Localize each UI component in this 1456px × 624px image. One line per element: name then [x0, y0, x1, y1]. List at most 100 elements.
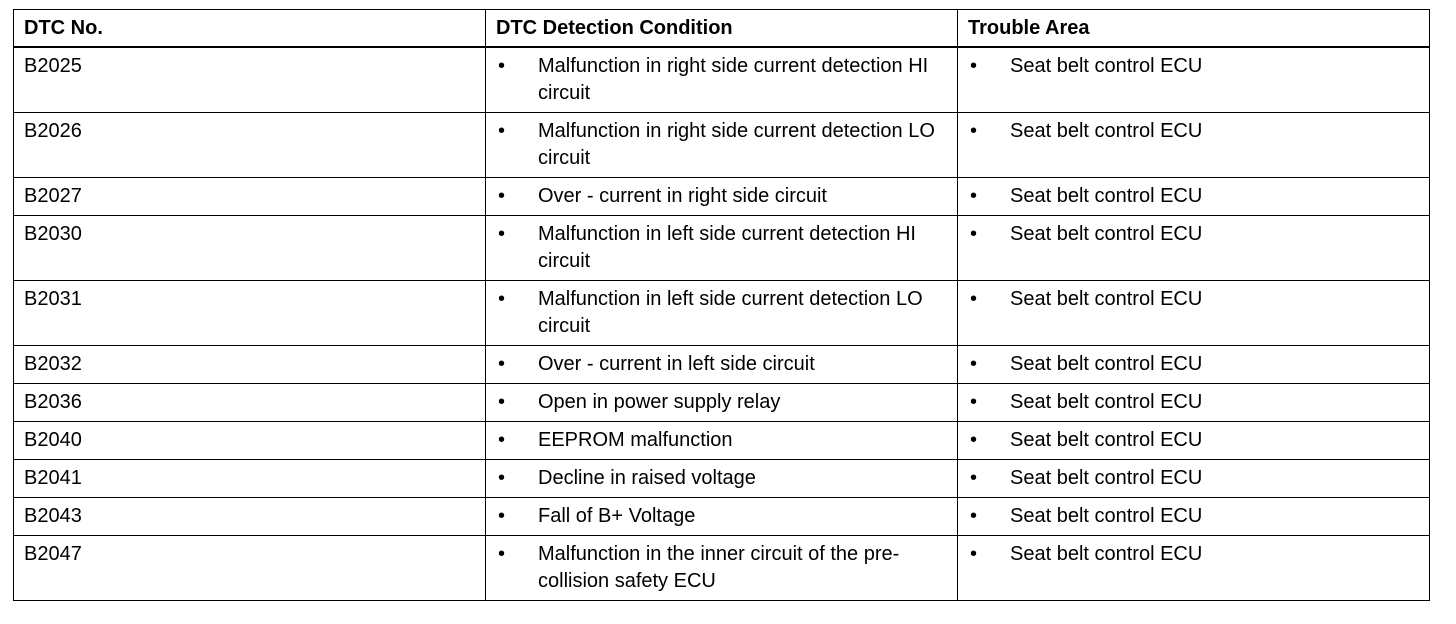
condition-text: Fall of B+ Voltage: [538, 505, 696, 527]
table-header: DTC No. DTC Detection Condition Trouble …: [13, 9, 1430, 48]
bullet-icon: •: [498, 467, 506, 489]
trouble-area-cell: •Seat belt control ECU: [957, 46, 1430, 113]
table-row: B2043 • Fall of B+ Voltage • Seat belt contr…: [13, 497, 1430, 536]
header-trouble-area: Trouble Area: [957, 9, 1430, 48]
dtc-code-cell: B2026: [13, 112, 486, 178]
trouble-area-bullet-item: • Seat belt control ECU: [968, 351, 1419, 378]
table-row: B2041 • Decline in raised voltage • Seat bel…: [13, 459, 1430, 498]
header-dtc-no: DTC No.: [13, 9, 486, 48]
dtc-code-cell: B2027: [13, 177, 486, 216]
trouble-area-cell: •Seat belt control ECU: [957, 177, 1430, 216]
dtc-code-cell: B2030: [13, 215, 486, 281]
trouble-area-bullet-item: • Seat belt control ECU: [968, 221, 1419, 248]
condition-text: Over - current in right side circuit: [538, 185, 827, 207]
table-row: B2026•Malfunction in right side current …: [13, 112, 1430, 178]
trouble-area-text: Seat belt control ECU: [1010, 55, 1203, 77]
bullet-icon: •: [498, 505, 506, 527]
dtc-code-cell: B2032: [13, 345, 486, 384]
condition-text: Decline in raised voltage: [538, 467, 756, 489]
condition-bullet-item: •Malfunction in the inner circuit of the…: [496, 541, 947, 595]
trouble-area-cell: • Seat belt control ECU: [957, 497, 1430, 536]
dtc-code: B2043: [24, 505, 82, 527]
condition-text: Open in power supply relay: [538, 391, 781, 413]
condition-cell: •Malfunction in the inner circuit of the…: [485, 535, 958, 601]
trouble-area-text: Seat belt control ECU: [1010, 353, 1203, 375]
condition-cell: •EEPROM malfunction: [485, 421, 958, 460]
table-row: B2030 • Malfunction in left side current d…: [13, 215, 1430, 281]
condition-bullet-item: •Malfunction in right side current detec…: [496, 118, 947, 172]
trouble-area-text: Seat belt control ECU: [1010, 391, 1203, 413]
bullet-icon: •: [970, 288, 978, 310]
dtc-code: B2031: [24, 288, 82, 310]
trouble-area-cell: • Seat belt control ECU: [957, 112, 1430, 178]
condition-cell: • Over - current in right side circuit: [485, 177, 958, 216]
trouble-area-text: Seat belt control ECU: [1010, 223, 1203, 245]
bullet-icon: •: [970, 467, 978, 489]
table-row: B2031 •Malfunction in left side current d…: [13, 280, 1430, 346]
table-body: B2025 • Malfunction in right side current …: [13, 46, 1430, 601]
condition-cell: •Malfunction in right side current detec…: [485, 112, 958, 178]
bullet-icon: •: [498, 223, 506, 245]
trouble-area-bullet-item: • Seat belt control ECU: [968, 286, 1419, 313]
trouble-area-cell: • Seat belt control ECU: [957, 215, 1430, 281]
trouble-area-bullet-item: • Seat belt control ECU: [968, 389, 1419, 416]
condition-text: Malfunction in left side current detecti…: [538, 223, 916, 272]
dtc-code: B2030: [24, 223, 82, 245]
bullet-icon: •: [970, 185, 978, 207]
trouble-area-bullet-item: • Seat belt control ECU: [968, 427, 1419, 454]
trouble-area-text: Seat belt control ECU: [1010, 505, 1203, 527]
bullet-icon: •: [498, 55, 506, 77]
bullet-icon: •: [970, 391, 978, 413]
bullet-icon: •: [498, 353, 506, 375]
condition-bullet-item: •Over - current in left side circuit: [496, 351, 947, 378]
dtc-code-cell: B2047: [13, 535, 486, 601]
dtc-code-cell: B2043: [13, 497, 486, 536]
trouble-area-bullet-item: • Seat belt control ECU: [968, 118, 1419, 145]
header-row: DTC No. DTC Detection Condition Trouble …: [13, 9, 1430, 48]
condition-text: Malfunction in right side current detect…: [538, 55, 929, 104]
condition-bullet-item: •Malfunction in left side current detect…: [496, 286, 947, 340]
bullet-icon: •: [498, 288, 506, 310]
table-row: B2040 •EEPROM malfunction • Seat belt contr…: [13, 421, 1430, 460]
trouble-area-bullet-item: • Seat belt control ECU: [968, 541, 1419, 568]
trouble-area-text: Seat belt control ECU: [1010, 429, 1203, 451]
condition-text: Malfunction in right side current detect…: [538, 120, 935, 169]
condition-cell: • Decline in raised voltage: [485, 459, 958, 498]
dtc-code: B2025: [24, 55, 82, 77]
condition-text: EEPROM malfunction: [538, 429, 733, 451]
trouble-area-text: Seat belt control ECU: [1010, 288, 1203, 310]
dtc-code-cell: B2025: [13, 46, 486, 113]
condition-cell: • Malfunction in left side current detect…: [485, 215, 958, 281]
condition-bullet-item: •EEPROM malfunction: [496, 427, 947, 454]
dtc-code: B2026: [24, 120, 82, 142]
condition-bullet-item: • Fall of B+ Voltage: [496, 503, 947, 530]
bullet-icon: •: [970, 353, 978, 375]
bullet-icon: •: [498, 391, 506, 413]
table-row: B2032 •Over - current in left side circui…: [13, 345, 1430, 384]
dtc-table: DTC No. DTC Detection Condition Trouble …: [13, 9, 1430, 601]
bullet-icon: •: [970, 120, 978, 142]
trouble-area-text: Seat belt control ECU: [1010, 467, 1203, 489]
bullet-icon: •: [970, 429, 978, 451]
dtc-code: B2041: [24, 467, 82, 489]
dtc-code: B2027: [24, 185, 82, 207]
condition-cell: • Malfunction in right side current detec…: [485, 46, 958, 113]
trouble-area-bullet-item: •Seat belt control ECU: [968, 183, 1419, 210]
trouble-area-text: Seat belt control ECU: [1010, 120, 1203, 142]
condition-text: Malfunction in the inner circuit of the …: [538, 543, 900, 592]
dtc-code-cell: B2040: [13, 421, 486, 460]
trouble-area-text: Seat belt control ECU: [1010, 543, 1203, 565]
dtc-code-cell: B2041: [13, 459, 486, 498]
trouble-area-cell: • Seat belt control ECU: [957, 421, 1430, 460]
bullet-icon: •: [970, 505, 978, 527]
bullet-icon: •: [970, 223, 978, 245]
bullet-icon: •: [498, 185, 506, 207]
table-row: B2036 • Open in power supply relay • Seat be…: [13, 383, 1430, 422]
dtc-code: B2036: [24, 391, 82, 413]
trouble-area-bullet-item: • Seat belt control ECU: [968, 465, 1419, 492]
dtc-code: B2047: [24, 543, 82, 565]
dtc-code: B2040: [24, 429, 82, 451]
condition-bullet-item: • Over - current in right side circuit: [496, 183, 947, 210]
condition-cell: •Malfunction in left side current detect…: [485, 280, 958, 346]
bullet-icon: •: [970, 543, 978, 565]
